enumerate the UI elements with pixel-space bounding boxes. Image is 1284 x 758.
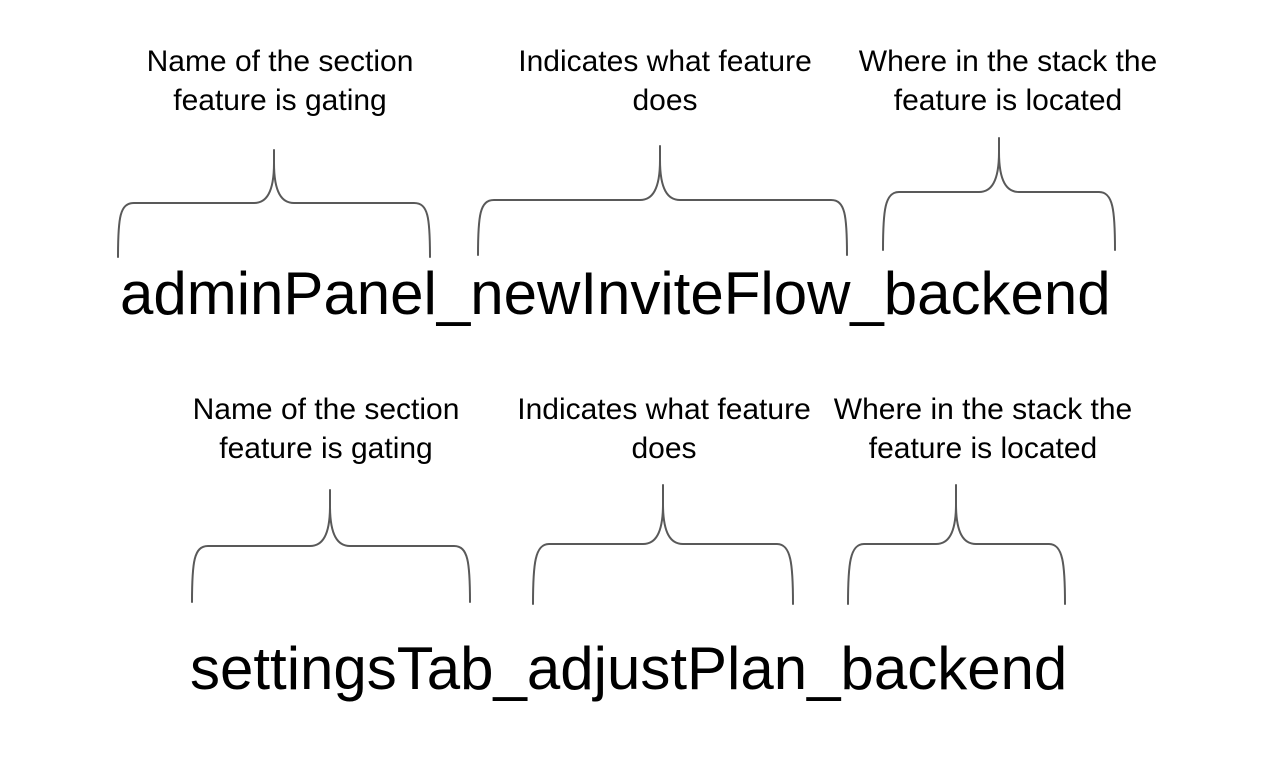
feature-flag-name: settingsTab_adjustPlan_backend [190,635,1068,702]
annotation-label-line: Name of the section [192,393,460,426]
annotation-label-line: Where in the stack the [833,393,1133,426]
annotation-label-line: feature is gating [173,84,387,117]
annotation-label-line: does [632,84,698,117]
annotation-stack-label: Where in the stack the feature is locate… [859,42,1157,120]
annotation-stack-label: Where in the stack the feature is locate… [834,390,1132,468]
annotation-label-line: Name of the section [146,45,414,78]
curly-brace-icon [117,149,431,258]
annotation-label-line: feature is located [893,84,1123,117]
curly-brace-icon [882,137,1116,251]
annotation-feature-label: Indicates what feature does [517,390,811,468]
curly-brace-icon [477,145,848,256]
feature-flag-name: adminPanel_newInviteFlow_backend [120,260,1111,327]
annotation-section-label: Name of the section feature is gating [193,390,460,468]
annotation-label-line: does [631,432,697,465]
annotation-feature-label: Indicates what feature does [518,42,812,120]
annotation-label-line: Indicates what feature [517,393,811,426]
curly-brace-icon [191,489,471,603]
curly-brace-icon [847,484,1066,605]
annotation-label-line: feature is located [868,432,1098,465]
annotation-label-line: feature is gating [219,432,433,465]
curly-brace-icon [532,484,794,605]
annotation-label-line: Where in the stack the [858,45,1158,78]
annotation-section-label: Name of the section feature is gating [147,42,414,120]
annotation-label-line: Indicates what feature [518,45,812,78]
